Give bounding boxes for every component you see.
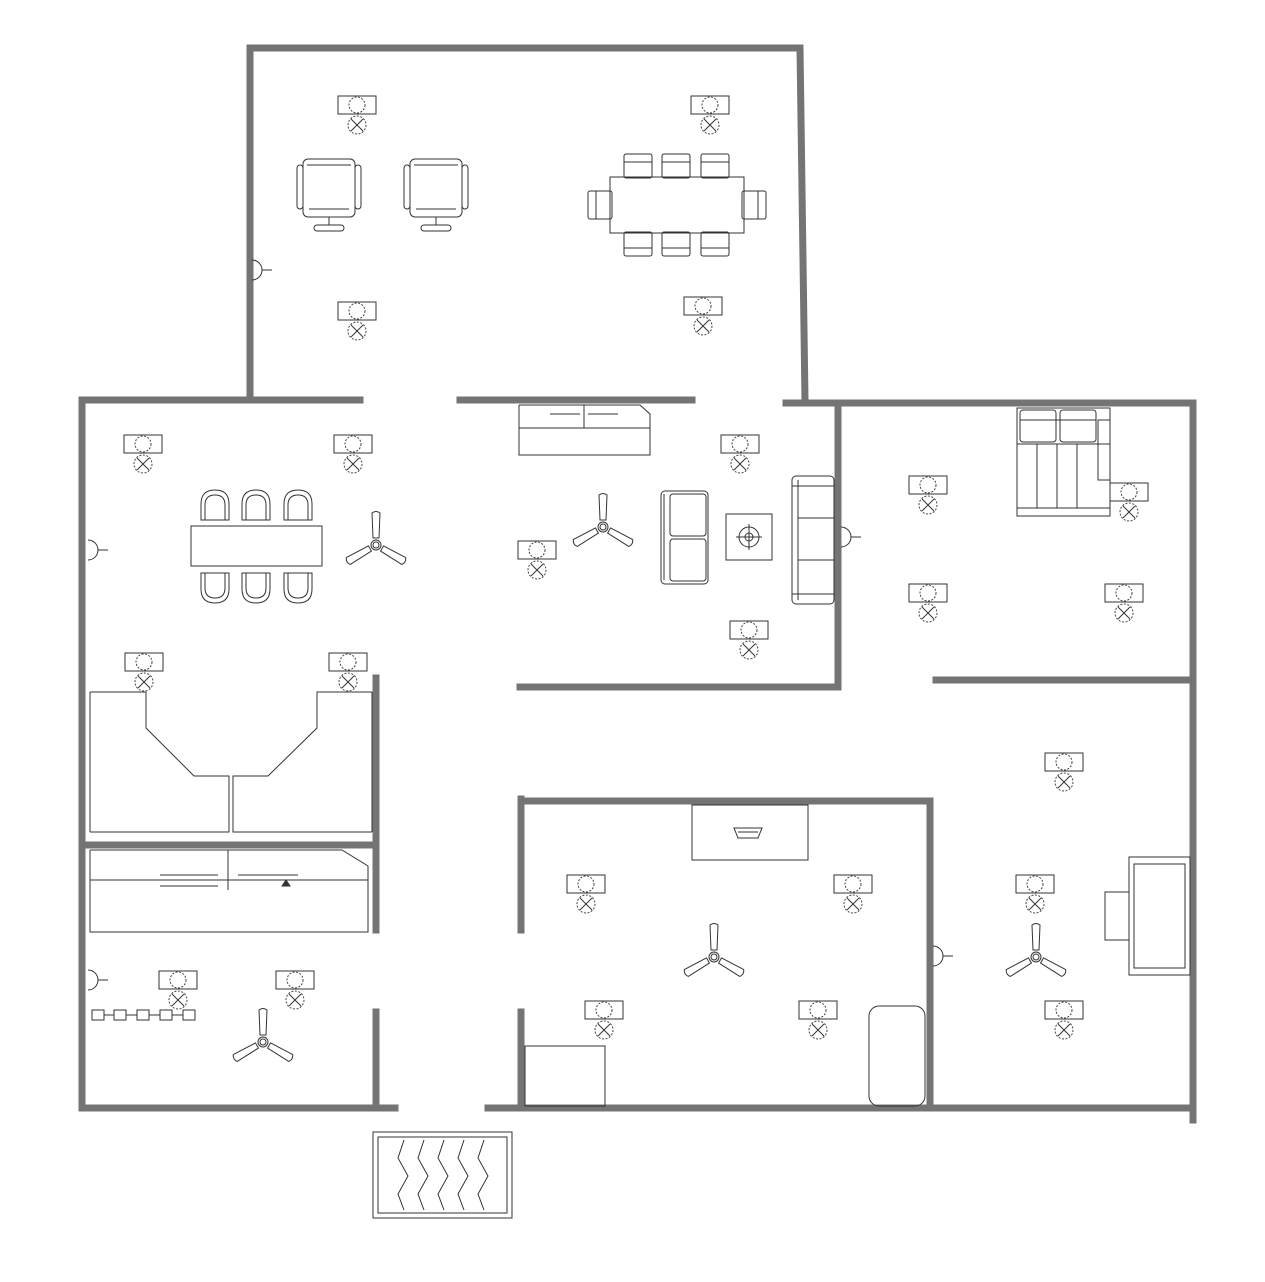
armchair-icon	[296, 158, 362, 232]
wall-light-icon	[1015, 874, 1055, 914]
outlet-icon	[87, 539, 109, 561]
outlet-icon	[840, 526, 862, 548]
wall-light-icon	[328, 652, 368, 692]
top-room-furniture	[296, 153, 767, 257]
desk-icon	[89, 691, 373, 833]
ceiling-fan-icon	[1004, 923, 1068, 978]
wall-light-icon	[1109, 482, 1149, 522]
dining-set-icon	[587, 153, 767, 257]
walls	[78, 44, 1197, 1124]
dining-set-icon	[190, 489, 323, 604]
sink-icon	[691, 804, 809, 861]
outlet-icon	[932, 945, 954, 967]
wall-light-icon	[729, 620, 769, 660]
wall-light-icon	[337, 301, 377, 341]
wall-light-icon	[123, 434, 163, 474]
wall-light-icon	[275, 970, 315, 1010]
wall-light-icon	[833, 874, 873, 914]
coffee-table-icon	[725, 513, 773, 561]
ceiling-fan-icon	[682, 923, 746, 978]
outlet-icon	[251, 259, 273, 281]
right-room-furniture	[1016, 407, 1111, 517]
office-furniture	[1104, 856, 1191, 976]
tv-cabinet-icon	[518, 404, 651, 456]
wall-light-icon	[798, 1000, 838, 1040]
sofa-icon	[791, 475, 835, 605]
wall-light-icon	[517, 540, 557, 580]
cabinet-icon	[89, 849, 369, 933]
desk-icon	[1104, 856, 1191, 976]
wall-light-icon	[1044, 752, 1084, 792]
wall-light-icon	[720, 434, 760, 474]
armchair-icon	[403, 158, 469, 232]
wall-light-icon	[333, 434, 373, 474]
wall-light-icon	[683, 296, 723, 336]
wall-light-icon	[158, 970, 198, 1010]
ceiling-fan-icon	[344, 511, 408, 566]
ceiling-fans	[231, 493, 1068, 1063]
bathtub-icon	[868, 1005, 926, 1107]
shower-icon	[524, 1045, 606, 1107]
bathroom-furniture	[524, 804, 926, 1107]
sofa-icon	[660, 490, 709, 585]
outlet-icon	[87, 969, 109, 991]
wall-light-icon	[337, 95, 377, 135]
wall-light-icon	[566, 874, 606, 914]
wall-light-icon	[584, 1000, 624, 1040]
wall-lights	[123, 95, 1149, 1040]
wall-light-icon	[124, 652, 164, 692]
doormat-icon	[372, 1131, 513, 1219]
wall-light-icon	[908, 583, 948, 623]
bed-icon	[1016, 407, 1111, 517]
wall-light-icon	[1044, 1000, 1084, 1040]
ceiling-fan-icon	[571, 493, 635, 548]
heater-icon	[91, 1009, 196, 1021]
wall-light-icon	[1104, 583, 1144, 623]
wall-light-icon	[908, 475, 948, 515]
left-room-furniture	[89, 489, 373, 1021]
living-room-furniture	[518, 404, 835, 605]
wall-light-icon	[690, 95, 730, 135]
ceiling-fan-icon	[231, 1008, 295, 1063]
